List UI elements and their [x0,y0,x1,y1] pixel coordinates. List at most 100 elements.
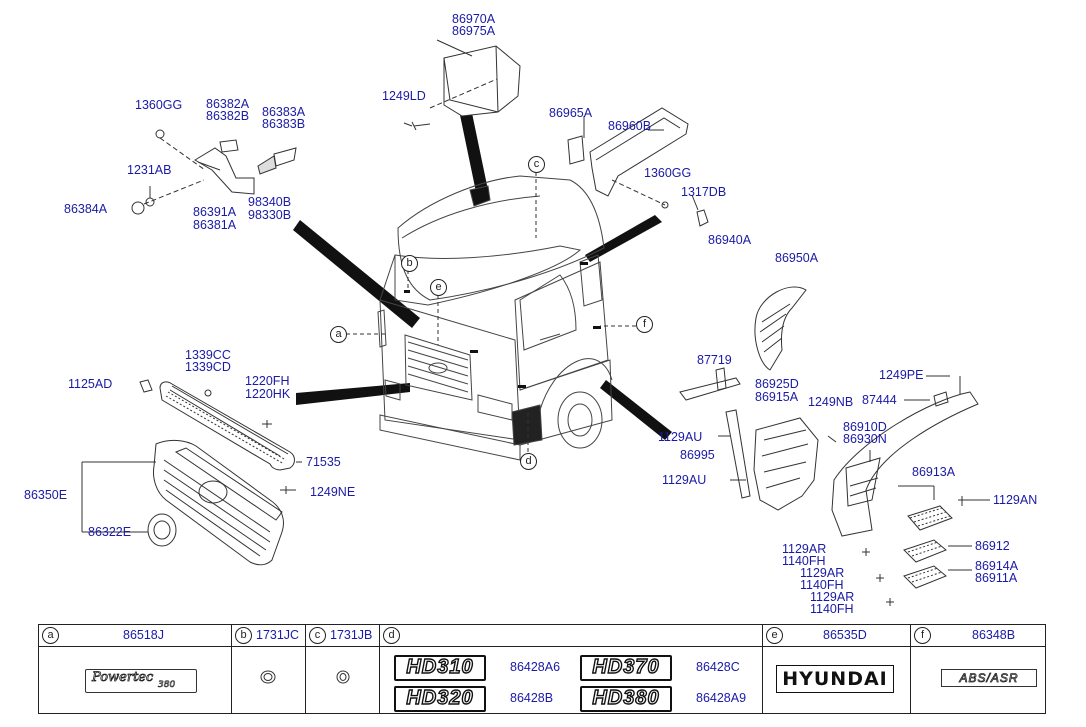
label-98330B: 98330B [248,208,292,222]
label-86965A: 86965A [549,106,593,120]
label-86382A: 86382A [206,97,250,111]
label-1249PE: 1249PE [879,368,924,382]
abs-asr-emblem: ABS/ASR [941,669,1037,687]
label-1317DB: 1317DB [681,185,727,199]
legend-tag-d: d [383,627,400,644]
legend-header-e: e 86535D [763,625,910,647]
legend-header-b: b 1731JC [232,625,305,647]
hd320-emblem: HD320 [394,686,486,712]
label-86912: 86912 [975,539,1010,553]
leader-wedges [293,113,672,440]
fastener-1339CC [204,389,212,397]
legend-cell-b: b 1731JC [232,625,306,713]
clip-1731JB-icon [336,670,350,684]
label-87444: 87444 [862,393,897,407]
label-86975A: 86975A [452,24,496,38]
label-1360GG-right: 1360GG [644,166,692,180]
legend-part-hd320: 86428B [510,691,554,705]
screw-1249LD [403,121,431,131]
label-86381A: 86381A [193,218,237,232]
legend-header-f: f 86348B [911,625,1045,647]
part-86915A-fender [753,417,819,511]
label-87719: 87719 [697,353,732,367]
legend-tag-a: a [42,627,59,644]
label-leaders [81,375,990,571]
powertec-emblem: Powertec 380 [85,669,197,693]
legend-cell-f: f 86348B ABS/ASR [911,625,1045,713]
legend-part-f: 86348B [972,628,1016,642]
label-86950A: 86950A [775,251,819,265]
label-86915A: 86915A [755,390,799,404]
legend-cell-c: c 1731JB [306,625,380,713]
legend-tag-b: b [235,627,252,644]
label-98340B: 98340B [248,195,292,209]
label-1125AD: 1125AD [68,377,113,391]
fastener-1249NB [827,435,837,443]
label-1360GG-left: 1360GG [135,98,183,112]
callout-a: a [330,326,347,343]
label-1140FH-2: 1140FH [800,578,844,592]
hd380-emblem: HD380 [580,686,672,712]
legend-cell-a: a 86518J Powertec 380 [39,625,232,713]
powertec-emblem-number: 380 [158,680,176,691]
hd310-emblem: HD310 [394,655,486,681]
label-86391A: 86391A [193,205,237,219]
label-1140FH-3: 1140FH [810,602,854,616]
label-86384A: 86384A [64,202,108,216]
emblem-legend-table: a 86518J Powertec 380 b 1731JC c 1731JB … [38,624,1046,714]
step-plates [862,496,968,606]
label-86911A: 86911A [975,571,1018,585]
label-86913A: 86913A [912,465,956,479]
label-1129AN: 1129AN [993,493,1038,507]
label-86910D: 86910D [843,420,887,434]
fastener-1220FH [262,420,272,428]
label-86350E: 86350E [24,488,68,502]
legend-cell-e: e 86535D HYUNDAI [763,625,911,713]
label-1339CC: 1339CC [185,348,231,362]
part-86970A-deflector [429,39,521,117]
part-86391A-bracket [131,129,297,215]
label-86914A: 86914A [975,559,1019,573]
truck-cab [377,175,613,461]
powertec-emblem-text: Powertec [92,670,154,686]
label-86940A: 86940A [708,233,752,247]
label-1249NE: 1249NE [310,485,356,499]
legend-part-hd370: 86428C [696,660,740,674]
label-86383A: 86383A [262,105,306,119]
label-86383B: 86383B [262,117,306,131]
part-86995-stay [718,409,751,499]
label-86930N: 86930N [843,432,887,446]
part-86950A-mudguard [754,286,807,371]
legend-part-c: 1731JB [330,628,373,642]
callout-d: d [520,453,537,470]
legend-cell-d: d HD310 86428A6 HD370 86428C HD320 86428… [380,625,763,713]
callout-f: f [636,316,653,333]
label-71535: 71535 [306,455,341,469]
label-86925D: 86925D [755,377,799,391]
label-1220HK: 1220HK [245,387,291,401]
legend-part-e: 86535D [823,628,867,642]
legend-part-a: 86518J [123,628,165,642]
callout-c: c [528,156,545,173]
legend-tag-c: c [309,627,326,644]
label-1129AR-1: 1129AR [782,542,827,556]
callout-e: e [430,279,447,296]
legend-tag-f: f [914,627,931,644]
label-86322E: 86322E [88,525,132,539]
legend-part-hd310: 86428A6 [510,660,561,674]
label-1129AR-3: 1129AR [810,590,855,604]
legend-part-b: 1731JC [256,628,300,642]
label-1249LD: 1249LD [382,89,426,103]
label-1231AB: 1231AB [127,163,172,177]
label-86995: 86995 [680,448,715,462]
label-1220FH: 1220FH [245,374,290,388]
label-1140FH-1: 1140FH [782,554,826,568]
legend-tag-e: e [766,627,783,644]
hyundai-emblem: HYUNDAI [776,665,894,693]
legend-header-a: a 86518J [39,625,231,647]
clip-1731JC-icon [260,670,276,684]
callout-b: b [401,255,418,272]
label-1129AU-bottom: 1129AU [662,473,707,487]
hd370-emblem: HD370 [580,655,672,681]
